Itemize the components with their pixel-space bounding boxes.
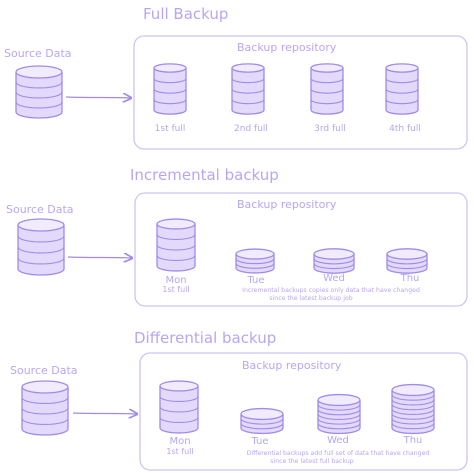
note-line: Incremental backups copies only data tha… xyxy=(242,287,420,294)
backup-repository-box xyxy=(134,192,468,307)
backup-repository-box xyxy=(133,35,468,150)
item-label: 1st full xyxy=(155,124,186,134)
item-sublabel: 1st full xyxy=(162,285,189,294)
backup-repository-box xyxy=(139,352,468,471)
section-title: Full Backup xyxy=(143,5,228,23)
arrow xyxy=(72,413,137,414)
arrow xyxy=(65,97,131,98)
backup-database-icon xyxy=(231,63,265,115)
day-label: Thu xyxy=(400,273,420,284)
incremental-backup-section: Incremental backup Source Data Backup re… xyxy=(6,166,468,307)
backup-database-icon xyxy=(385,63,419,115)
repository-label: Backup repository xyxy=(242,359,342,372)
source-data-label: Source Data xyxy=(6,203,74,216)
item-label: 3rd full xyxy=(314,124,346,134)
source-database-icon xyxy=(15,65,63,119)
repository-label: Backup repository xyxy=(237,41,337,54)
note-line: since the latest full backup xyxy=(270,458,353,465)
differential-disk-icon xyxy=(240,407,284,435)
differential-backup-section: Differential backup Source Data Backup r… xyxy=(10,329,468,471)
full-backup-section: Full Backup Source Data Backup repositor… xyxy=(4,5,468,150)
day-label: Wed xyxy=(323,273,345,284)
day-label: Mon xyxy=(165,275,186,286)
day-label: Wed xyxy=(327,435,349,446)
backup-database-icon xyxy=(310,63,344,115)
section-title: Incremental backup xyxy=(130,166,279,184)
arrow xyxy=(67,257,132,258)
section-title: Differential backup xyxy=(134,329,276,347)
differential-disk-icon xyxy=(317,393,361,435)
backup-database-icon xyxy=(153,63,187,115)
note-line: Differential backups add full set of dat… xyxy=(247,450,430,457)
source-data-label: Source Data xyxy=(4,47,72,60)
incremental-disk-icon xyxy=(235,248,275,274)
day-label: Tue xyxy=(250,436,268,447)
source-data-label: Source Data xyxy=(10,364,78,377)
item-label: 4th full xyxy=(389,124,421,134)
differential-disk-icon xyxy=(391,383,435,435)
repository-label: Backup repository xyxy=(237,198,337,211)
incremental-disk-icon xyxy=(313,248,355,274)
source-database-icon xyxy=(21,380,69,436)
note-line: since the latest backup job xyxy=(269,295,352,302)
day-label: Thu xyxy=(403,435,423,446)
item-label: 2nd full xyxy=(234,124,268,134)
day-label: Mon xyxy=(169,436,190,447)
full-backup-database-icon xyxy=(159,380,199,434)
incremental-disk-icon xyxy=(386,248,428,274)
day-label: Tue xyxy=(246,275,264,286)
item-sublabel: 1st full xyxy=(166,447,193,456)
source-database-icon xyxy=(17,218,65,276)
full-backup-database-icon xyxy=(156,218,196,272)
